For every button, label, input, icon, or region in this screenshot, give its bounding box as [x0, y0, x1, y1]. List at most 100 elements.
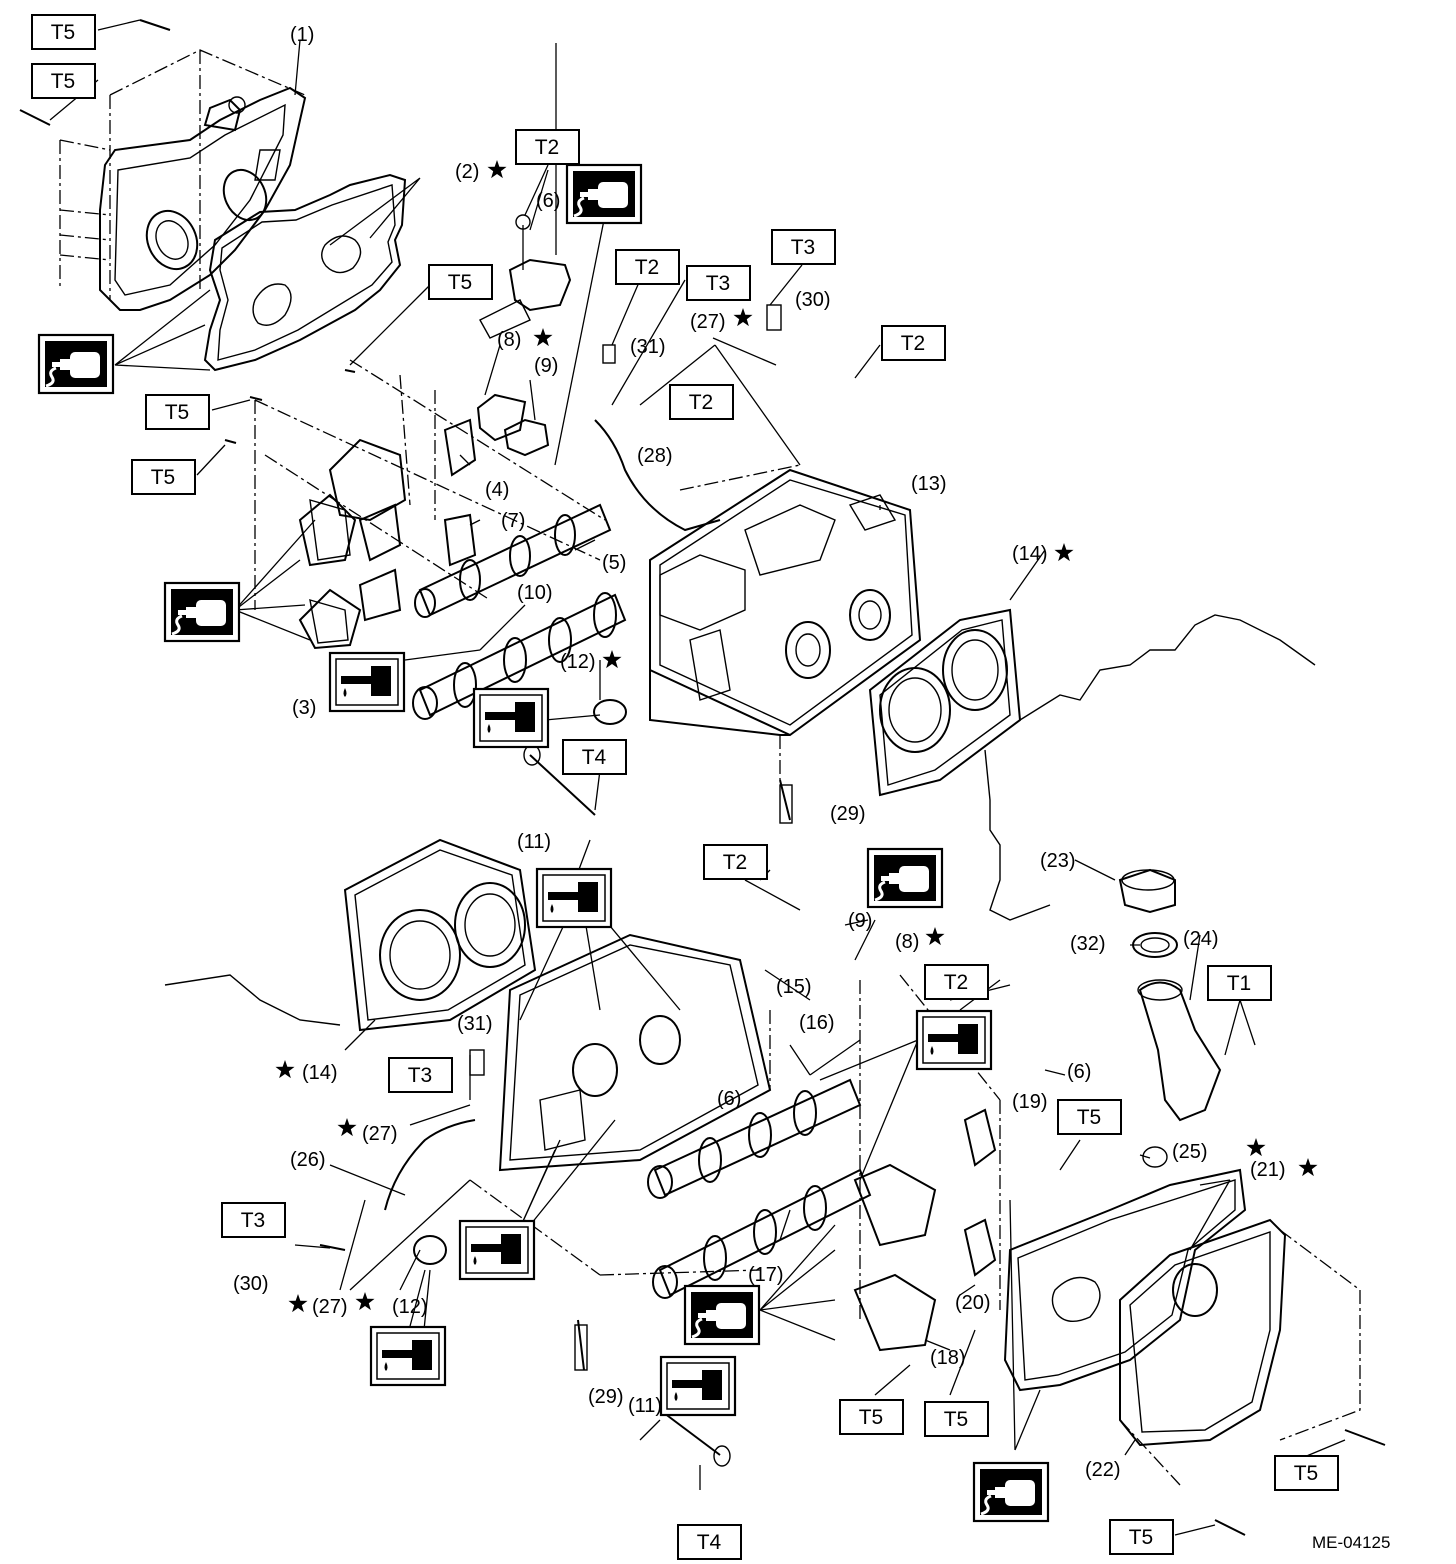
- star-icon: [337, 1118, 357, 1137]
- oil-sym-3: [535, 867, 613, 929]
- svg-text:T3: T3: [706, 272, 731, 295]
- svg-text:T5: T5: [1077, 1106, 1102, 1129]
- callout-6: (6): [536, 190, 560, 212]
- torque-label: T1: [1207, 965, 1272, 1001]
- bolts: [19, 19, 1386, 1536]
- callout-30-lower: (30): [233, 1273, 269, 1295]
- oil-sym-2: [472, 687, 550, 749]
- cam-cover-left: [59, 49, 307, 311]
- torque-label: T5: [31, 14, 96, 50]
- callout-27: (27): [690, 311, 726, 333]
- star-icon: [602, 650, 622, 669]
- callout-25: (25): [1172, 1141, 1208, 1163]
- callout-29: (29): [830, 803, 866, 825]
- svg-text:T2: T2: [944, 971, 969, 994]
- callout-9: (9): [534, 355, 558, 377]
- sealant-sym-1: [37, 333, 115, 395]
- svg-text:T4: T4: [697, 1531, 722, 1554]
- oil-sym-7: [659, 1355, 737, 1417]
- star-icon: [1054, 543, 1074, 562]
- camshaft-17: [652, 1168, 872, 1299]
- callout-31: (31): [630, 336, 666, 358]
- svg-text:T3: T3: [408, 1064, 433, 1087]
- oil-can-icon: [535, 867, 613, 929]
- sealant-sym-6: [972, 1461, 1050, 1523]
- callout-26: (26): [290, 1149, 326, 1171]
- oil-can-icon: [915, 1009, 993, 1071]
- torque-label: T2: [669, 384, 734, 420]
- torque-label: T5: [31, 63, 96, 99]
- star-icon: [288, 1294, 308, 1313]
- svg-text:T2: T2: [723, 851, 748, 874]
- replace-stars: [275, 160, 1318, 1313]
- callout-4: (4): [485, 479, 509, 501]
- svg-text:T5: T5: [165, 401, 190, 424]
- oil-filler-parts: [1118, 868, 1222, 1168]
- callout-9-lower: (9): [848, 910, 872, 932]
- svg-text:T2: T2: [535, 136, 560, 159]
- star-icon: [355, 1292, 375, 1311]
- callout-14: (14): [1012, 543, 1048, 565]
- oil-can-icon: [369, 1325, 447, 1387]
- callout-19: (19): [1012, 1091, 1048, 1113]
- callout-6-right: (6): [1067, 1061, 1091, 1083]
- torque-label: T3: [686, 265, 751, 301]
- callout-28: (28): [637, 445, 673, 467]
- sealant-tube-icon: [972, 1461, 1050, 1523]
- oil-sym-5: [458, 1219, 536, 1281]
- sealant-sym-2: [565, 163, 643, 225]
- torque-label: T5: [131, 459, 196, 495]
- callout-31-lower: (31): [457, 1013, 493, 1035]
- callout-14-lower: (14): [302, 1062, 338, 1084]
- torque-label: T3: [388, 1057, 453, 1093]
- oil-can-icon: [472, 687, 550, 749]
- head-gasket-14-lower: [164, 838, 537, 1032]
- callout-22: (22): [1085, 1459, 1121, 1481]
- svg-text:T5: T5: [151, 466, 176, 489]
- torque-label: T2: [924, 964, 989, 1000]
- callout-24: (24): [1183, 928, 1219, 950]
- callout-13: (13): [911, 473, 947, 495]
- callout-3: (3): [292, 697, 316, 719]
- oil-sym-4: [915, 1009, 993, 1071]
- sealant-sym-3: [163, 581, 241, 643]
- callout-8-lower: (8): [895, 931, 919, 953]
- callout-7: (7): [501, 510, 525, 532]
- callout-5: (5): [602, 552, 626, 574]
- torque-label: T3: [221, 1202, 286, 1238]
- callout-labels: (1) (2) (3) (4) (5) (6) (7) (8) (9) (10)…: [233, 24, 1286, 1481]
- torque-label: T4: [562, 739, 627, 775]
- svg-text:T3: T3: [241, 1209, 266, 1232]
- callout-27-bottom: (27): [312, 1296, 348, 1318]
- oil-sym-1: [328, 651, 406, 713]
- svg-text:T1: T1: [1227, 972, 1252, 995]
- callout-18: (18): [930, 1347, 966, 1369]
- camshaft-caps-upper: [254, 359, 606, 650]
- callout-30: (30): [795, 289, 831, 311]
- gasket-21: [1003, 1168, 1247, 1392]
- callout-1: (1): [290, 24, 314, 46]
- camshaft-10: [412, 592, 627, 720]
- torque-label: T2: [881, 325, 946, 361]
- callout-8: (8): [497, 329, 521, 351]
- svg-text:T3: T3: [791, 236, 816, 259]
- oil-can-icon: [659, 1355, 737, 1417]
- torque-label: T5: [1109, 1519, 1174, 1555]
- callout-11: (11): [517, 831, 551, 853]
- torque-label: T3: [771, 229, 836, 265]
- sealant-tube-icon: [163, 581, 241, 643]
- svg-text:T5: T5: [448, 271, 473, 294]
- torque-boxes: T5 T5 T2 T5 T2 T3 T3 T2 T5 T5 T2 T4 T2 T…: [31, 14, 1339, 1560]
- callout-29-lower: (29): [588, 1386, 624, 1408]
- callout-21: (21): [1250, 1159, 1286, 1181]
- star-icon: [1298, 1158, 1318, 1177]
- callout-12-lower: (12): [392, 1296, 428, 1318]
- engine-block-outline: [984, 614, 1316, 921]
- svg-text:T4: T4: [582, 746, 607, 769]
- sealant-tube-icon: [683, 1284, 761, 1346]
- sealant-sym-4: [866, 847, 944, 909]
- camshaft-caps-lower: [853, 974, 1001, 1352]
- camshaft-5: [414, 503, 612, 618]
- callout-32: (32): [1070, 933, 1106, 955]
